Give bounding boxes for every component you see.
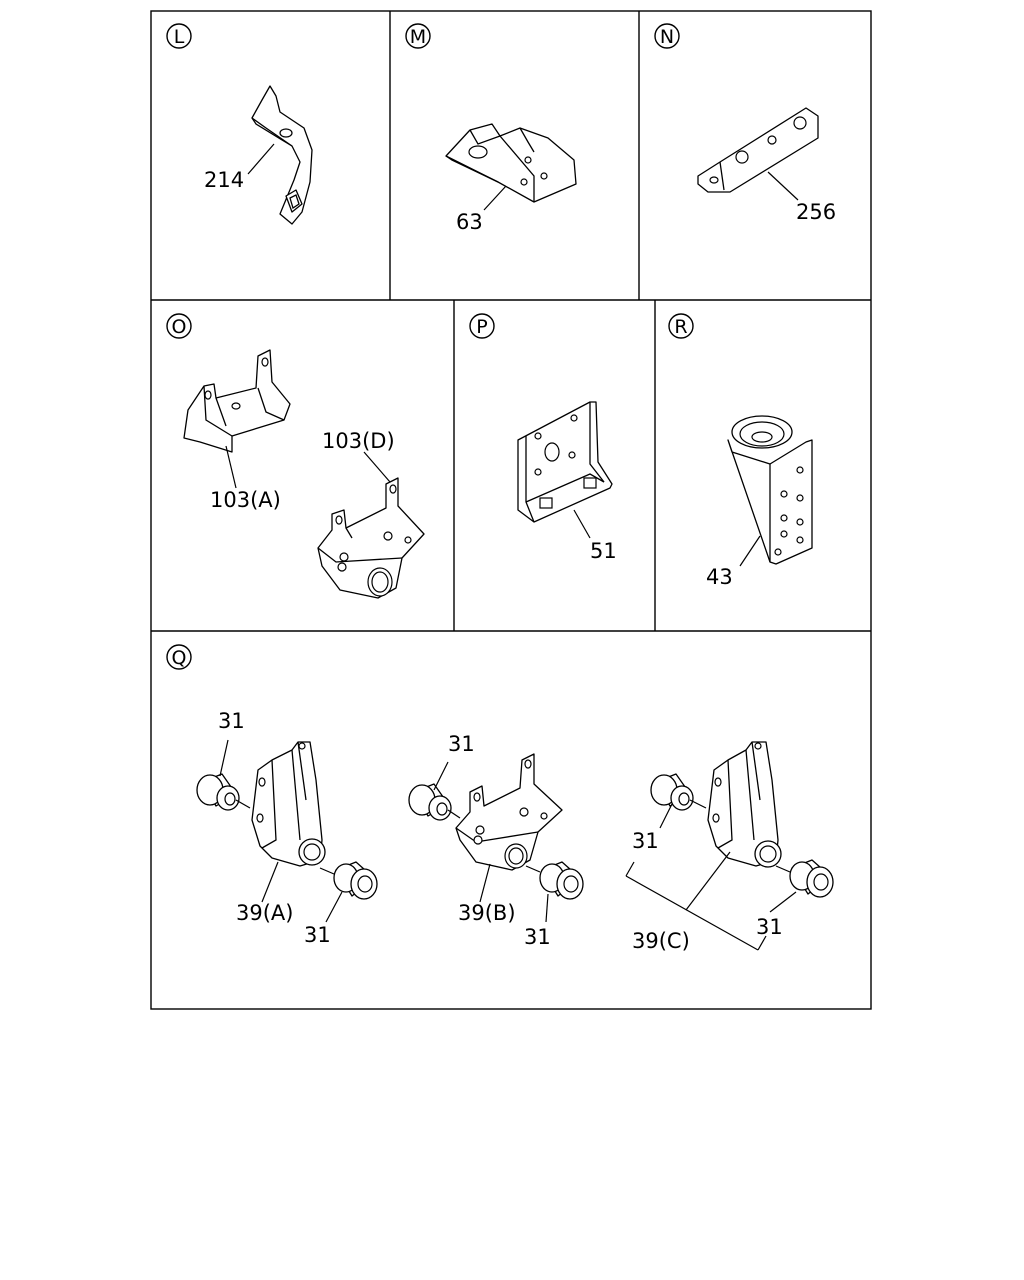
part-label: 256 (796, 200, 836, 224)
bracket-39c (707, 741, 782, 868)
bracket-39a (251, 741, 326, 867)
part-label: 39(B) (458, 901, 516, 925)
panel-m: M 63 (405, 23, 577, 234)
panel-letter: Q (172, 647, 187, 669)
bracket-39b (455, 753, 563, 871)
panel-r: R 43 (668, 313, 813, 589)
part-label: 39(C) (632, 929, 690, 953)
bushing (333, 861, 378, 900)
bushing (789, 859, 834, 898)
panel-l: L 214 (166, 23, 313, 225)
bracket-63 (445, 123, 577, 203)
bracket-43 (727, 415, 813, 565)
panel-letter: P (476, 316, 487, 338)
panel-letter: R (674, 316, 687, 338)
part-label: 63 (456, 210, 483, 234)
bracket-214 (251, 85, 313, 225)
part-label: 51 (590, 539, 617, 563)
panel-n: N 256 (654, 23, 836, 224)
bushing (650, 773, 694, 811)
part-label: 43 (706, 565, 733, 589)
panel-letter: M (410, 26, 426, 48)
panel-grid (150, 10, 872, 1010)
part-label: 31 (218, 709, 245, 733)
bushing (196, 773, 240, 811)
bracket-256 (697, 107, 819, 193)
part-label: 214 (204, 168, 244, 192)
panel-letter: O (172, 316, 187, 338)
panel-o: O 103(A) 103(D) (166, 313, 425, 599)
bracket-51 (517, 401, 613, 523)
bracket-103a (183, 349, 291, 453)
panel-letter: N (660, 26, 674, 48)
panel-letter: L (174, 26, 185, 48)
part-label: 103(A) (210, 488, 281, 512)
part-label: 31 (632, 829, 659, 853)
part-label: 31 (756, 915, 783, 939)
panel-p: P 51 (469, 313, 617, 563)
bushing (408, 783, 452, 821)
panel-q: Q 31 39(A) (166, 644, 834, 953)
part-label: 103(D) (322, 429, 395, 453)
part-label: 31 (448, 732, 475, 756)
part-label: 39(A) (236, 901, 293, 925)
part-label: 31 (524, 925, 551, 949)
bracket-103d (317, 477, 425, 599)
bushing (539, 861, 584, 900)
part-label: 31 (304, 923, 331, 947)
